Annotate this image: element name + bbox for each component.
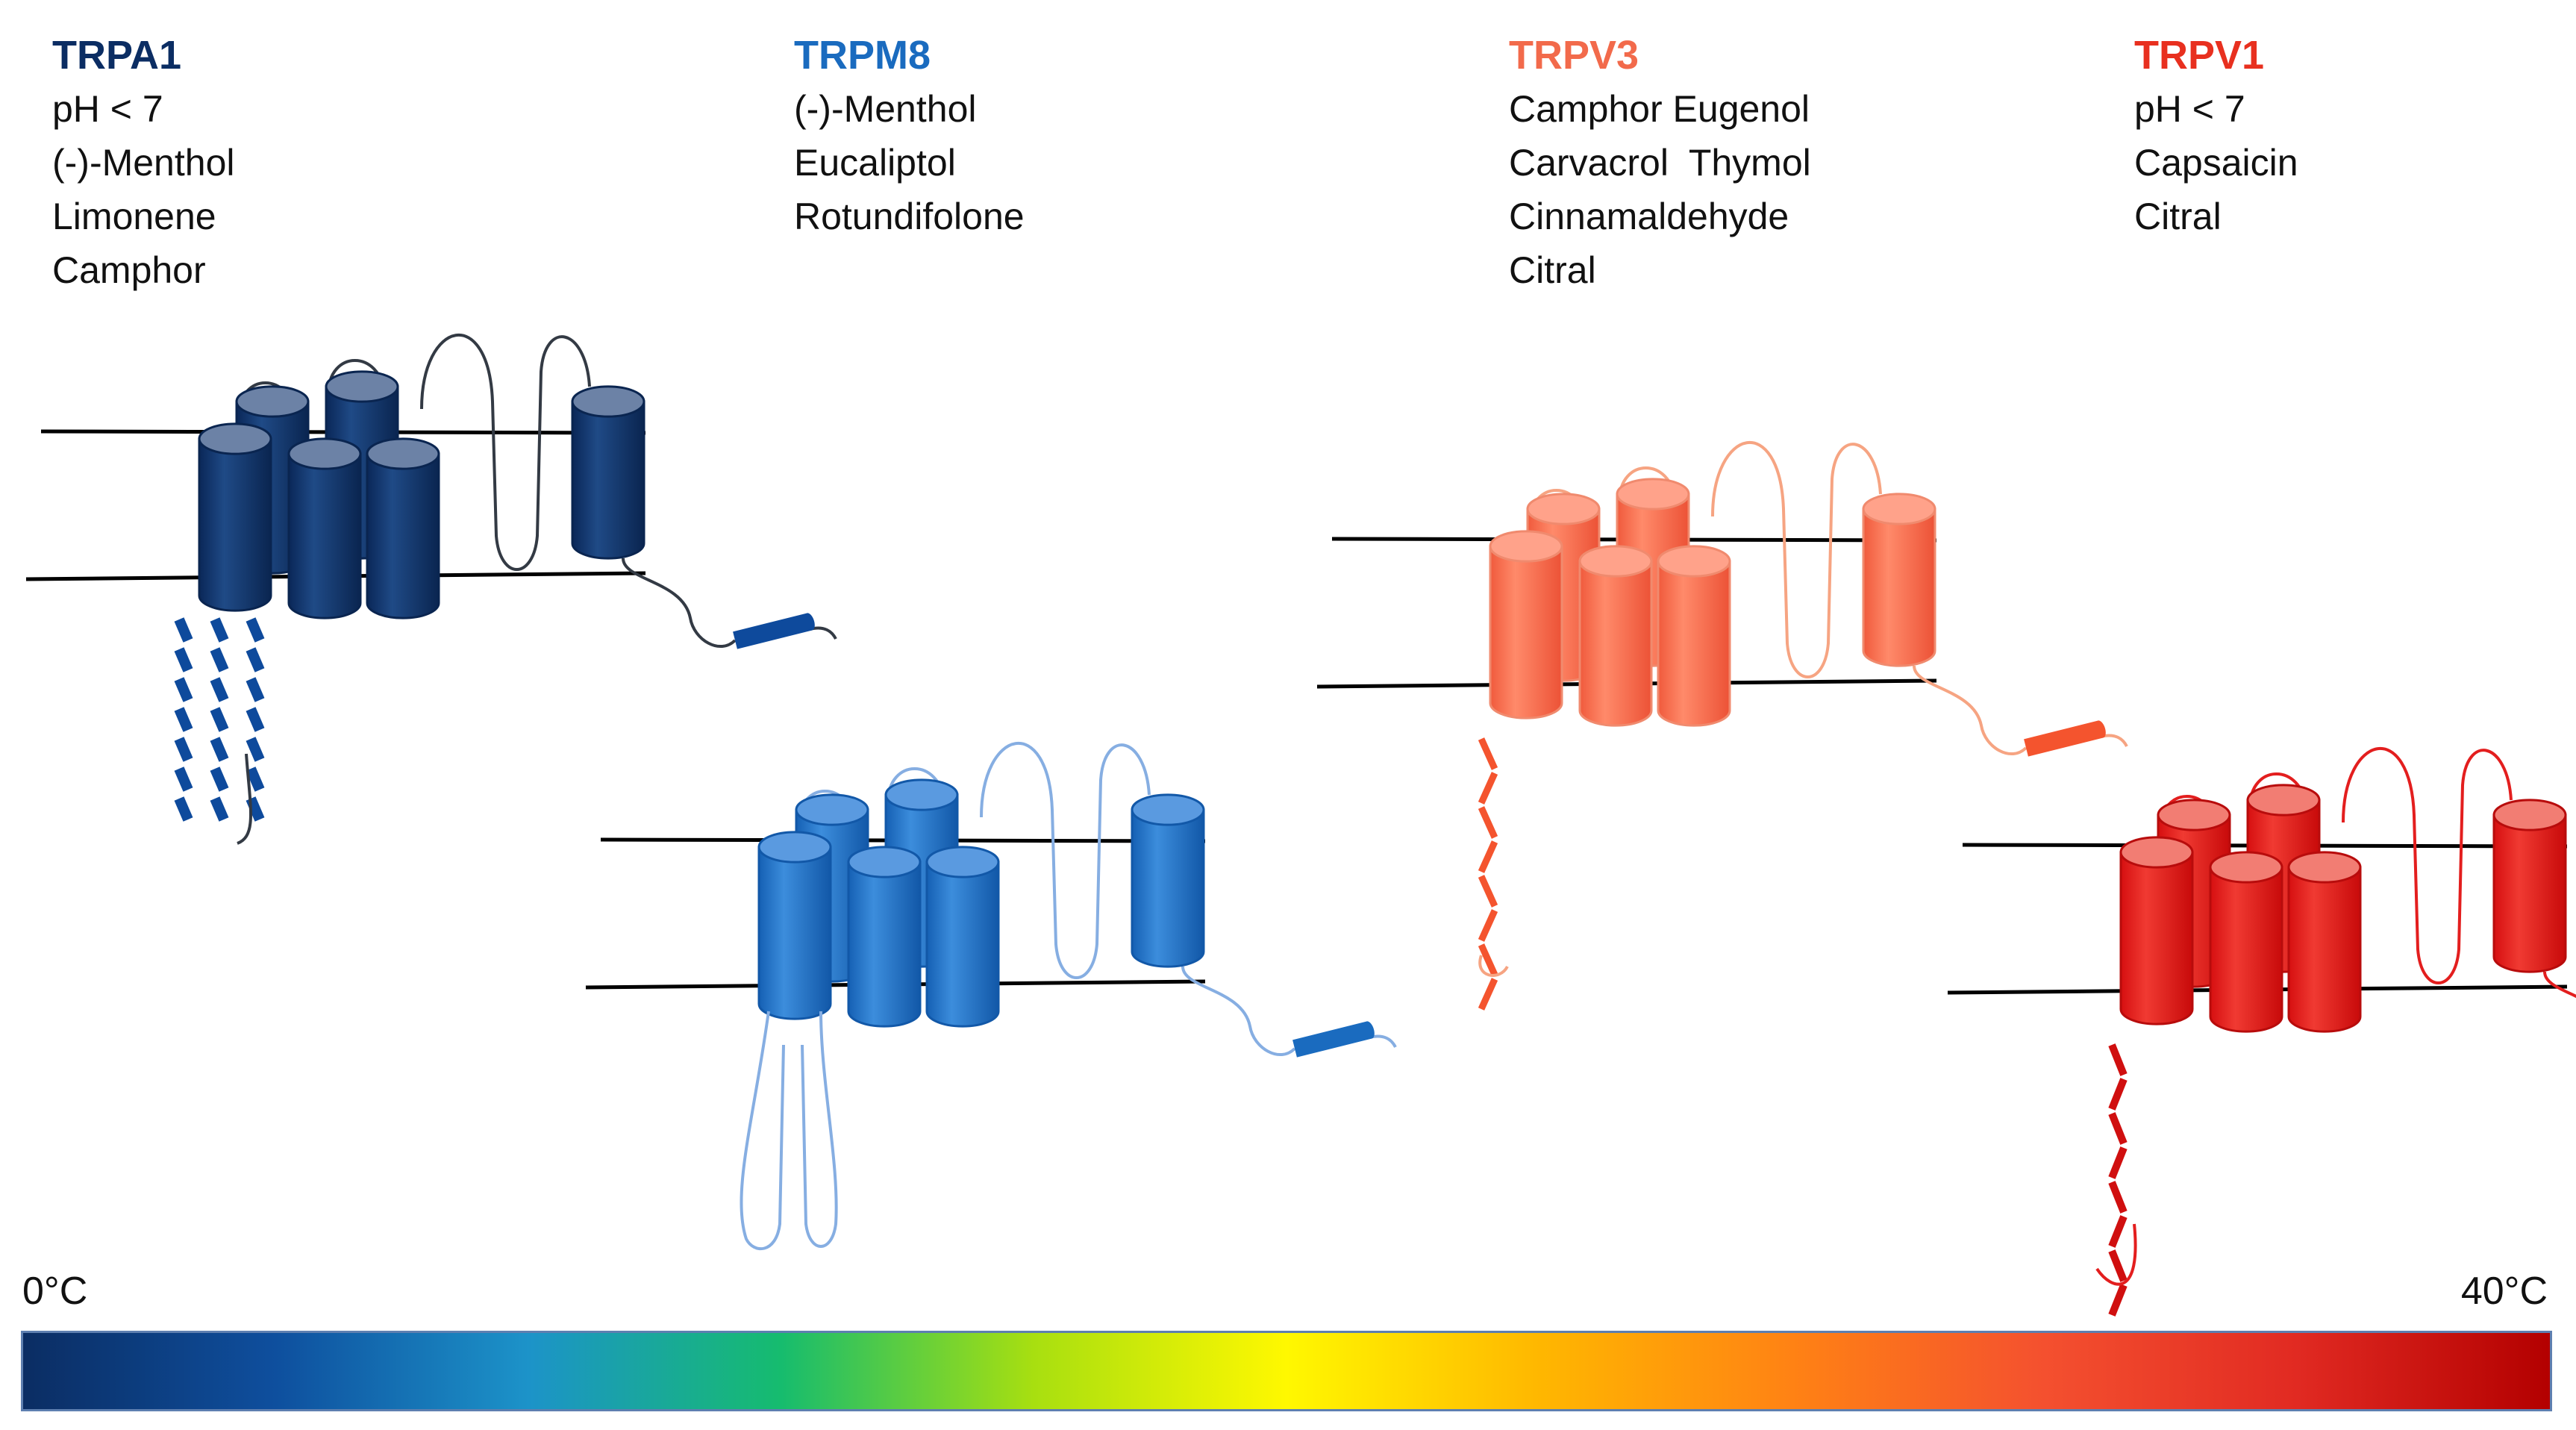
trpv3-ligand-4: Citral (1509, 249, 1596, 291)
helix-s3 (1489, 530, 1563, 719)
trpv3-ligand-3: Cinnamaldehyde (1509, 196, 1789, 237)
trpv1-ligand-1: pH < 7 (2134, 88, 2245, 130)
trpa1-ligand-4: Camphor (52, 249, 206, 291)
loop-segments (237, 333, 837, 649)
temp-min-label: 0°C (22, 1270, 88, 1313)
trpv3-panel: TRPV3 Camphor Eugenol Carvacrol Thymol C… (1509, 28, 1811, 297)
helix-s5 (2287, 851, 2362, 1033)
helix-s4 (1578, 545, 1653, 727)
loop-segments (2159, 746, 2576, 1031)
temp-max-label: 40°C (2460, 1270, 2548, 1313)
trpv1-ligand-3: Citral (2134, 196, 2222, 237)
c-terminal-helix (733, 613, 815, 649)
trpm8-channel (585, 741, 1397, 1251)
c-terminal-helix (1292, 1021, 1375, 1058)
helix-s6 (2492, 799, 2567, 973)
trpa1-title: TRPA1 (52, 33, 182, 78)
trpv1-ankyrin-domain (2108, 1043, 2128, 1317)
helix-s6 (1131, 793, 1205, 968)
trpa1-ligand-2: (-)-Menthol (52, 142, 235, 184)
trpa1-ankyrin-repeats (174, 617, 265, 845)
trpm8-ligand-3: Rotundifolone (794, 196, 1025, 237)
trpm8-ligand-1: (-)-Menthol (794, 88, 977, 130)
trpm8-n-terminal-loop (740, 1011, 838, 1251)
helix-s3 (2119, 836, 2194, 1025)
trpm8-ligand-2: Eucaliptol (794, 142, 956, 184)
helix-s5 (925, 846, 1000, 1028)
trpv3-ligand-2: Carvacrol Thymol (1509, 142, 1811, 184)
trpv1-title: TRPV1 (2134, 33, 2265, 78)
temperature-gradient-bar (21, 1331, 2552, 1411)
helix-s5 (1657, 545, 1731, 727)
trpv3-channel (1316, 440, 2128, 1011)
trpv1-ligand-2: Capsaicin (2134, 142, 2298, 184)
helix-s5 (366, 437, 440, 619)
trpm8-panel: TRPM8 (-)-Menthol Eucaliptol Rotundifolo… (794, 28, 1025, 243)
trpa1-ligand-1: pH < 7 (52, 88, 163, 130)
helix-s4 (287, 437, 362, 619)
helix-s3 (198, 422, 272, 612)
trpv3-ankyrin-domain (1478, 737, 1498, 1011)
trpv3-ligand-1: Camphor Eugenol (1509, 88, 1810, 130)
trpm8-title: TRPM8 (794, 33, 931, 78)
trpv3-title: TRPV3 (1509, 33, 1639, 78)
helix-s4 (847, 846, 922, 1028)
c-terminal-helix (2024, 720, 2106, 757)
loop-segments (1528, 440, 2128, 756)
loop-segments (797, 741, 1397, 1057)
trpa1-panel: TRPA1 pH < 7 (-)-Menthol Limonene Campho… (52, 28, 234, 297)
helix-s3 (757, 831, 832, 1020)
trpv1-channel (1947, 746, 2576, 1317)
trpa1-channel (25, 333, 837, 845)
trpa1-ligand-3: Limonene (52, 196, 216, 237)
helix-s6 (571, 385, 645, 560)
helix-s6 (1862, 493, 1936, 667)
trpv1-panel: TRPV1 pH < 7 Capsaicin Citral (2134, 28, 2298, 243)
helix-s4 (2209, 851, 2283, 1033)
